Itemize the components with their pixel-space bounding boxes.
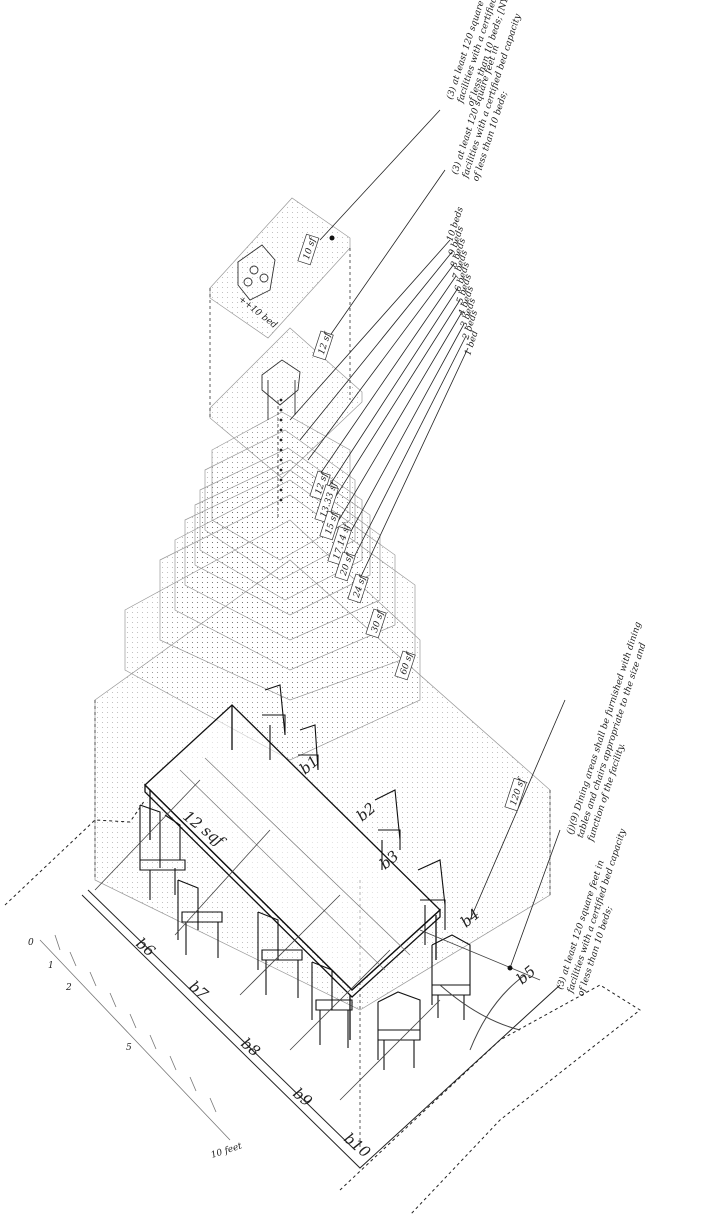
chair	[431, 934, 471, 1020]
chair	[298, 724, 319, 771]
leader-dot	[507, 965, 513, 971]
seat-label-b9: b9	[289, 1084, 316, 1110]
chair	[139, 804, 186, 900]
chair	[417, 859, 446, 945]
scale-1: 1	[48, 961, 54, 971]
seat-grid	[94, 779, 541, 1101]
dining-table	[144, 704, 441, 1040]
bed-label-list: 10 beds 9 beds 8 beds 7 beds 6 beds 5 be…	[445, 205, 480, 356]
annotation-dining: (j)(9) Dining areas shall be furnished w…	[564, 620, 649, 843]
seat-label-b5: b5	[513, 962, 539, 988]
seat-label-b10: b10	[340, 1129, 374, 1162]
seat-label-b6: b6	[132, 934, 159, 960]
plate-10sf	[209, 197, 351, 339]
chair	[257, 911, 303, 998]
mid-chair-plate	[261, 359, 301, 420]
scale-0: 0	[28, 938, 34, 948]
dining-chairs	[139, 684, 471, 1070]
scale-5: 5	[126, 1043, 132, 1053]
chair	[377, 991, 421, 1070]
chair	[177, 879, 223, 958]
scale-labels: 0 1 2 5 10 feet	[28, 938, 244, 1161]
scale-unit: 10 feet	[210, 1141, 244, 1160]
seat-label-b8: b8	[237, 1034, 263, 1060]
leader-dot	[329, 235, 335, 241]
annotation-bottom: (3) at least 120 square feet in faciliti…	[554, 827, 628, 998]
dining-floor-outline	[4, 799, 641, 1216]
scale-2: 2	[65, 983, 72, 993]
top-chair-plate	[237, 244, 276, 301]
chair	[374, 789, 401, 870]
chair	[311, 961, 353, 1048]
seat-label-b7: b7	[185, 977, 212, 1003]
center-axis	[279, 398, 283, 502]
label-12sf-upper: 12 sf	[312, 330, 334, 361]
svg-text:facilities with a certified be: facilities with a certified bed capacity	[565, 827, 628, 995]
chair	[262, 684, 286, 760]
bed-leaders	[289, 109, 469, 601]
svg-text:tables and chairs appropriate: tables and chairs appropriate to the siz…	[576, 641, 649, 839]
scale-bar	[39, 934, 231, 1141]
